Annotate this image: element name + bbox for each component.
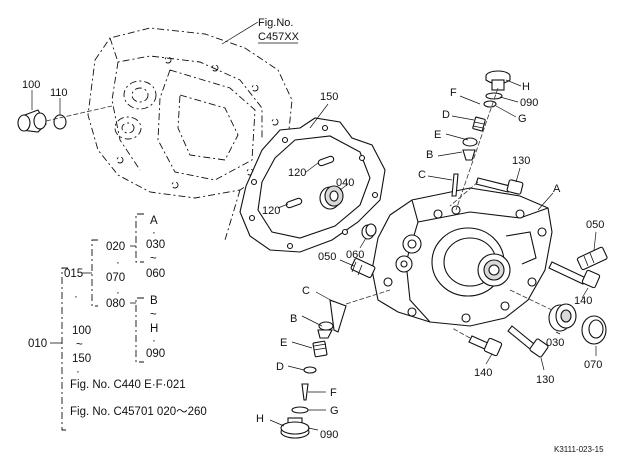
plug-part-100 bbox=[17, 109, 47, 133]
callout-G-bottom: G bbox=[330, 405, 339, 417]
callout-C-bottom: C bbox=[302, 285, 310, 297]
seal-part-030 bbox=[548, 303, 577, 332]
tree-A: A bbox=[150, 215, 158, 227]
callout-090-bottom: 090 bbox=[320, 429, 338, 441]
seal-part-060 bbox=[361, 223, 377, 240]
callout-D-bottom: D bbox=[276, 361, 284, 373]
callout-B-bottom: B bbox=[290, 313, 297, 325]
tree-node-080: 080 bbox=[106, 298, 125, 310]
callout-150: 150 bbox=[320, 91, 338, 103]
assembly-tree: 010 015 020 · 070 · 080 A · 030 ~ 060 B … bbox=[28, 213, 207, 431]
callout-H-top: H bbox=[522, 81, 530, 93]
pin-part-120-lower bbox=[285, 197, 303, 209]
tree-ref-1: Fig. No. C440 E·F·021 bbox=[70, 379, 186, 391]
tree-node-070: 070 bbox=[106, 272, 125, 284]
tree-dot-2: · bbox=[116, 287, 120, 299]
callout-070: 070 bbox=[584, 359, 602, 371]
tree-B: B bbox=[150, 295, 158, 307]
plug-part-050-right bbox=[576, 246, 608, 271]
callout-050-right: 050 bbox=[586, 219, 604, 231]
callout-130-lower: 130 bbox=[536, 374, 554, 386]
callout-140-lower: 140 bbox=[474, 367, 492, 379]
tree-root-010: 010 bbox=[28, 338, 47, 350]
callout-E-top: E bbox=[434, 129, 441, 141]
tree-dot-6: · bbox=[76, 366, 80, 378]
lower-valve-stack bbox=[280, 299, 347, 439]
figure-ref-caption: Fig.No. bbox=[258, 17, 293, 29]
callout-090-top: 090 bbox=[520, 97, 538, 109]
bolt-part-130-lower bbox=[507, 325, 549, 358]
callout-110: 110 bbox=[50, 87, 68, 99]
callout-130-upper: 130 bbox=[512, 155, 530, 167]
tree-node-100: 100 bbox=[72, 325, 91, 337]
callout-E-bottom: E bbox=[280, 337, 287, 349]
tree-node-015: 015 bbox=[64, 268, 83, 280]
gasket-part-150 bbox=[239, 117, 386, 253]
callout-120-upper: 120 bbox=[288, 167, 306, 179]
tree-tilde-2: ~ bbox=[150, 309, 157, 321]
callout-060: 060 bbox=[346, 249, 364, 261]
tree-node-020: 020 bbox=[106, 241, 125, 253]
plug-part-050-left bbox=[350, 258, 376, 278]
tree-node-150: 150 bbox=[72, 353, 91, 365]
bolt-part-140-lower bbox=[468, 335, 503, 357]
figure-code: K3111-023-15 bbox=[554, 445, 604, 454]
bolt-part-140-right bbox=[548, 261, 601, 289]
tree-dot-1: · bbox=[116, 257, 120, 269]
callout-A: A bbox=[553, 183, 561, 195]
tree-tilde-1: ~ bbox=[150, 253, 157, 265]
tree-dot-5: · bbox=[74, 291, 78, 303]
callout-140-right: 140 bbox=[574, 295, 592, 307]
pin-part-120-upper bbox=[317, 155, 335, 167]
callout-030: 030 bbox=[546, 337, 564, 349]
callout-100: 100 bbox=[22, 79, 40, 91]
tree-H: H bbox=[150, 323, 158, 335]
callout-F-bottom: F bbox=[330, 387, 337, 399]
tree-dot-3: · bbox=[152, 227, 156, 239]
callout-050-left: 050 bbox=[318, 251, 336, 263]
tree-tilde-3: ~ bbox=[76, 339, 83, 351]
callout-040: 040 bbox=[336, 177, 354, 189]
valve-body-main bbox=[371, 187, 553, 327]
upper-valve-stack bbox=[451, 70, 511, 197]
callout-H-bottom: H bbox=[256, 413, 264, 425]
ring-part-070 bbox=[581, 315, 607, 345]
callout-G-top: G bbox=[518, 113, 527, 125]
tree-dot-4: · bbox=[152, 335, 156, 347]
tree-060: 060 bbox=[146, 268, 165, 280]
callout-B-top: B bbox=[426, 149, 433, 161]
callout-C-top: C bbox=[418, 169, 426, 181]
tree-030: 030 bbox=[146, 239, 165, 251]
seal-part-040 bbox=[319, 185, 344, 210]
figure-ref-number: C457XX bbox=[258, 31, 300, 43]
callout-120-lower: 120 bbox=[262, 205, 280, 217]
callout-F-top: F bbox=[450, 87, 457, 99]
tree-090: 090 bbox=[146, 348, 165, 360]
tree-ref-2: Fig. No. C45701 020～260 bbox=[70, 406, 207, 418]
callout-D-top: D bbox=[442, 109, 450, 121]
